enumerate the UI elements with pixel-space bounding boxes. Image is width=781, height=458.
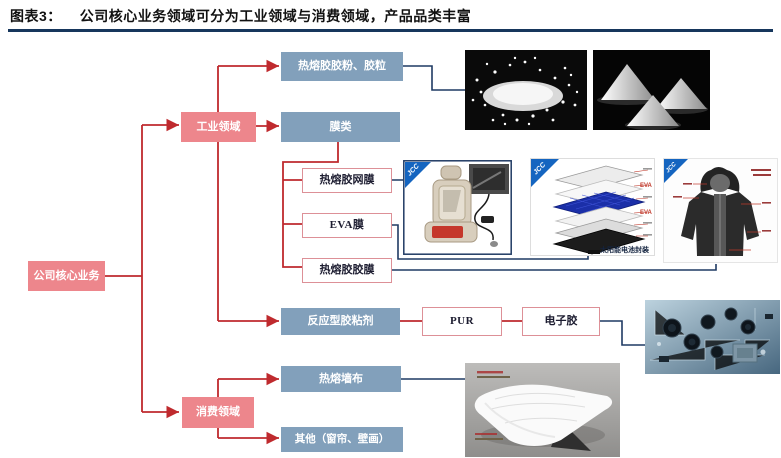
node-web-film: 热熔胶网膜 <box>302 168 392 193</box>
node-consumer-label: 消费领域 <box>196 406 240 419</box>
node-industrial-label: 工业领域 <box>196 120 241 133</box>
photo-jacket: JCC <box>663 158 778 263</box>
photo-car-seat: JCC <box>403 160 512 255</box>
node-pur: PUR <box>422 307 502 336</box>
photo-powder <box>593 50 710 130</box>
node-electronic-glue-label: 电子胶 <box>544 315 578 328</box>
node-wall-cloth-label: 热熔墙布 <box>319 372 363 385</box>
eva-label-top: EVA <box>640 183 653 189</box>
figure-title: 公司核心业务领域可分为工业领域与消费领域，产品品类丰富 <box>79 8 472 24</box>
figure-header: 图表3： 公司核心业务领域可分为工业领域与消费领域，产品品类丰富 <box>10 6 471 26</box>
photo-circuit-board <box>645 300 780 374</box>
photo-wall-cloth <box>465 363 620 457</box>
node-industrial: 工业领域 <box>181 112 256 142</box>
node-others: 其他（窗帘、壁画） <box>281 427 403 452</box>
photo-solar-stack: JCC EVA EVA 太阳能电池封装 <box>530 158 655 256</box>
node-reactive-label: 反应型胶粘剂 <box>307 315 374 328</box>
seat-headrest <box>440 165 462 180</box>
solar-caption: 太阳能电池封装 <box>600 245 649 254</box>
node-electronic-glue: 电子胶 <box>522 307 600 336</box>
node-film: 膜类 <box>281 112 400 142</box>
node-powder: 热熔胶胶粉、胶粒 <box>281 52 403 81</box>
photo-granules <box>465 50 587 130</box>
node-web-film-label: 热熔胶网膜 <box>319 174 375 187</box>
node-pur-label: PUR <box>449 315 475 328</box>
eva-label-bottom: EVA <box>640 210 653 216</box>
title-divider <box>8 29 773 32</box>
node-others-label: 其他（窗帘、壁画） <box>294 432 390 445</box>
node-powder-label: 热熔胶胶粉、胶粒 <box>298 60 386 73</box>
controller <box>481 216 494 223</box>
node-root: 公司核心业务 <box>28 261 105 291</box>
plug <box>490 241 498 247</box>
node-root-label: 公司核心业务 <box>33 269 100 282</box>
node-wall-cloth: 热熔墙布 <box>281 366 401 392</box>
node-reactive: 反应型胶粘剂 <box>281 308 400 335</box>
seat-heating-pad <box>432 226 463 238</box>
node-film-label: 膜类 <box>329 120 352 133</box>
figure-label: 图表3： <box>10 8 62 24</box>
node-adhesive-film-label: 热熔胶胶膜 <box>319 264 375 277</box>
junction-box <box>588 250 600 254</box>
node-adhesive-film: 热熔胶胶膜 <box>302 258 392 283</box>
node-eva-film-label: EVA膜 <box>329 219 365 232</box>
node-consumer: 消费领域 <box>182 397 254 428</box>
node-eva-film: EVA膜 <box>302 213 392 238</box>
